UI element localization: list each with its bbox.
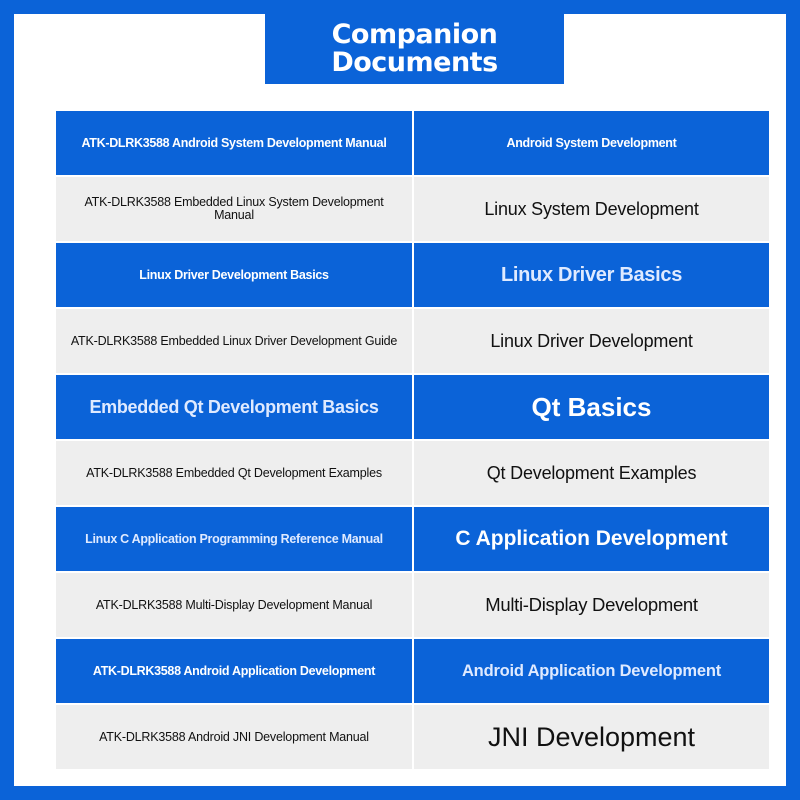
doc-manual-cell: ATK-DLRK3588 Embedded Linux Driver Devel… [56,309,412,373]
doc-manual-cell: ATK-DLRK3588 Embedded Qt Development Exa… [56,441,412,505]
doc-manual-cell: ATK-DLRK3588 Android System Development … [56,111,412,175]
doc-topic-cell: C Application Development [414,507,769,571]
doc-topic-cell: Linux Driver Development [414,309,769,373]
doc-manual-cell: Linux Driver Development Basics [56,243,412,307]
doc-topic-cell: Linux Driver Basics [414,243,769,307]
page-title: Companion Documents [331,19,498,78]
document-frame: Companion Documents ATK-DLRK3588 Android… [14,14,786,786]
doc-topic-cell: Qt Development Examples [414,441,769,505]
doc-topic-cell: Android System Development [414,111,769,175]
doc-manual-cell: Embedded Qt Development Basics [56,375,412,439]
doc-topic-cell: Qt Basics [414,375,769,439]
doc-manual-cell: ATK-DLRK3588 Multi-Display Development M… [56,573,412,637]
doc-topic-cell: Multi-Display Development [414,573,769,637]
page-title-box: Companion Documents [265,14,564,84]
doc-manual-cell: Linux C Application Programming Referenc… [56,507,412,571]
doc-manual-cell: ATK-DLRK3588 Embedded Linux System Devel… [56,177,412,241]
documents-table: ATK-DLRK3588 Android System Development … [56,111,769,771]
doc-topic-cell: Linux System Development [414,177,769,241]
doc-topic-cell: Android Application Development [414,639,769,703]
doc-manual-cell: ATK-DLRK3588 Android Application Develop… [56,639,412,703]
doc-topic-cell: JNI Development [414,705,769,769]
doc-manual-cell: ATK-DLRK3588 Android JNI Development Man… [56,705,412,769]
